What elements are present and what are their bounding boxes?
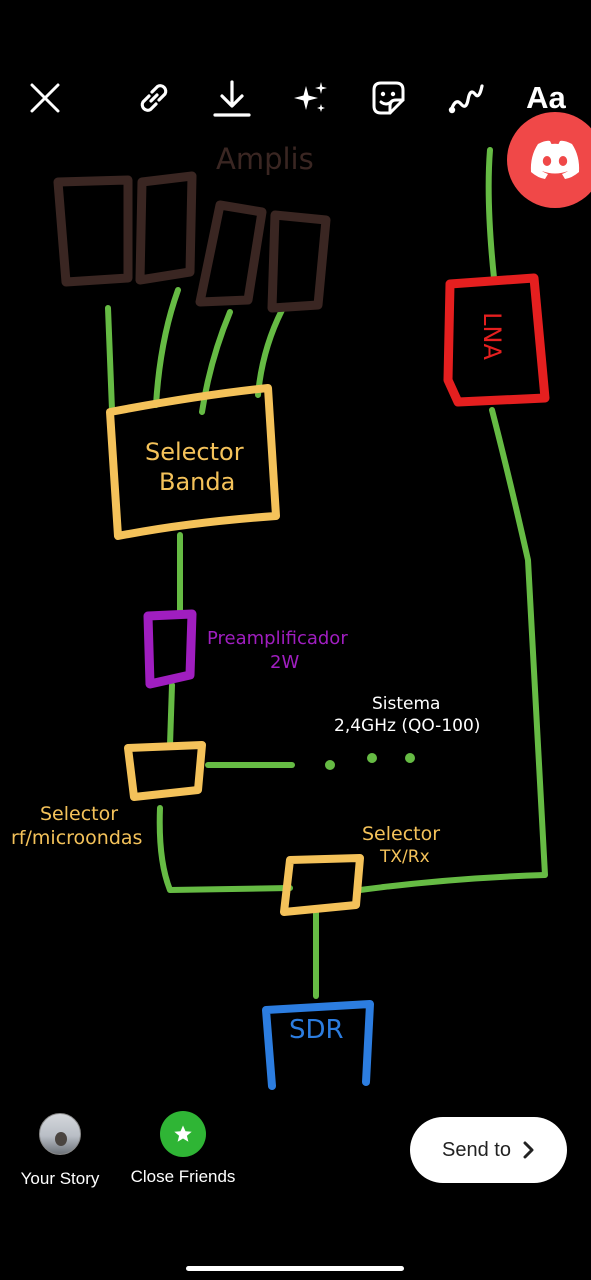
download-icon (213, 80, 251, 117)
your-story-option[interactable]: Your Story (18, 1113, 102, 1189)
selector-rf-label-1: Selector (40, 803, 119, 825)
sistema-label-1: Sistema (372, 694, 441, 714)
download-button[interactable] (204, 70, 260, 126)
discord-icon (530, 140, 580, 179)
continuation-dots (325, 753, 415, 770)
draw-button[interactable] (438, 70, 494, 126)
lna-label: LNA (477, 312, 506, 360)
close-icon (30, 83, 60, 113)
share-bar: Your Story Close Friends Send to (0, 1100, 591, 1280)
selector-banda-label-2: Banda (159, 468, 236, 496)
chevron-right-icon (523, 1141, 534, 1159)
drawing-canvas: Amplis LNA Selector Banda Preamplificado… (11, 142, 550, 1090)
story-toolbar: Aa (0, 70, 591, 130)
close-friends-option[interactable]: Close Friends (127, 1111, 239, 1187)
sticker-icon (372, 81, 405, 115)
lna-box (443, 273, 550, 407)
close-friends-badge (160, 1111, 206, 1157)
selector-banda-label-1: Selector (145, 438, 244, 466)
amplis-label: Amplis (216, 142, 314, 176)
squiggle-icon (448, 84, 484, 114)
discord-sticker[interactable] (507, 112, 591, 208)
selector-txrx-label-1: Selector (362, 823, 441, 845)
link-button[interactable] (126, 70, 182, 126)
send-to-label: Send to (442, 1138, 511, 1161)
link-icon (140, 84, 168, 112)
sistema-label-2: 2,4GHz (QO-100) (334, 716, 481, 736)
preamp-label-2: 2W (270, 652, 300, 673)
send-to-button[interactable]: Send to (410, 1117, 567, 1183)
star-icon (174, 1125, 192, 1142)
diagram-drawing (53, 147, 550, 1090)
sparkles-icon (294, 82, 327, 112)
preamp-label-1: Preamplificador (207, 628, 348, 649)
sdr-label: SDR (289, 1015, 344, 1045)
text-tool-label: Aa (526, 80, 566, 115)
close-friends-label: Close Friends (130, 1167, 236, 1186)
your-story-label: Your Story (20, 1169, 100, 1188)
selector-txrx-box (280, 854, 364, 916)
preamp-box (143, 609, 197, 689)
sticker-button[interactable] (360, 70, 416, 126)
selector-txrx-label-2: TX/Rx (380, 847, 430, 867)
avatar (39, 1113, 81, 1155)
selector-rf-label-2: rf/microondas (11, 827, 143, 849)
home-indicator (186, 1266, 404, 1271)
selector-banda-box (106, 384, 280, 540)
effects-button[interactable] (282, 70, 338, 126)
sdr-box (262, 1000, 374, 1090)
text-button[interactable]: Aa (516, 70, 576, 126)
close-button[interactable] (17, 70, 73, 126)
selector-rf-box (124, 741, 206, 801)
wires (105, 147, 548, 999)
amplis-boxes (53, 171, 331, 313)
